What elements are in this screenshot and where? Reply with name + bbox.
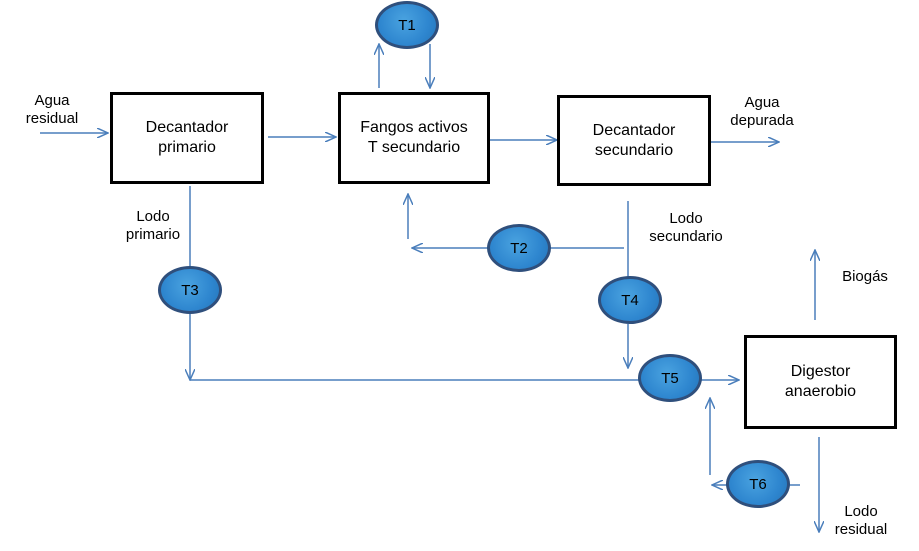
node-t2[interactable]: T2 [487,224,551,272]
label-agua-depurada: Agua depurada [730,94,794,129]
node-t5[interactable]: T5 [638,354,702,402]
node-t4[interactable]: T4 [598,276,662,324]
node-t3[interactable]: T3 [158,266,222,314]
node-t1[interactable]: T1 [375,1,439,49]
label-biogas: Biogás [842,268,888,285]
label-lodo-secundario: Lodo secundario [649,210,723,245]
node-t6[interactable]: T6 [726,460,790,508]
label-lodo-residual: Lodo residual [834,503,888,538]
label-agua-residual: Agua residual [25,92,79,127]
label-lodo-primario: Lodo primario [125,208,181,243]
